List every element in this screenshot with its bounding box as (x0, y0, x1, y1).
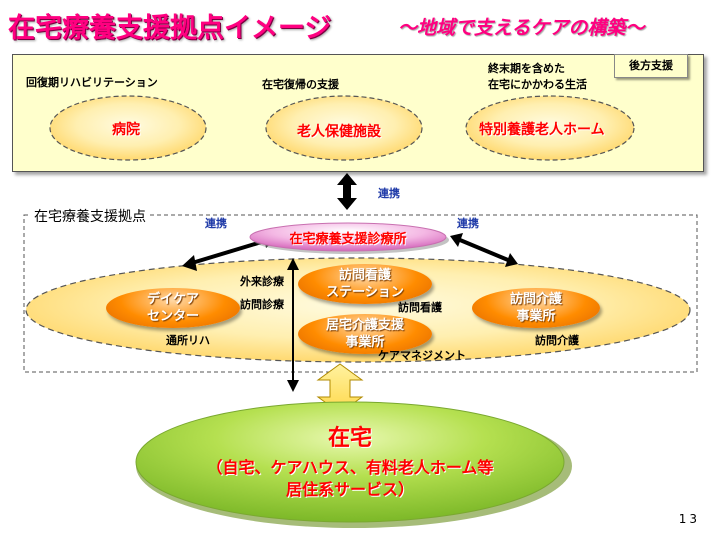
home-visit-label: 訪問診療 (240, 298, 284, 311)
health-facility-caption: 在宅復帰の支援 (262, 78, 339, 91)
nursing-home-label: 特別養護老人ホーム (479, 122, 605, 138)
day-care-line2: センター (146, 309, 199, 324)
home-ellipse (135, 401, 565, 523)
visiting-nursing-line2: ステーション (326, 285, 404, 300)
hospital-caption: 回復期リハビリテーション (26, 76, 158, 89)
hub-region-label: 在宅療養支援拠点 (30, 206, 150, 226)
page-subtitle: 〜地域で支えるケアの構築〜 (398, 17, 645, 39)
page-number: 13 (678, 512, 700, 526)
clinic-pill (249, 222, 447, 252)
clinic-label: 在宅療養支援診療所 (289, 232, 407, 247)
link-label-top: 連携 (378, 187, 400, 200)
service-ellipse (25, 257, 691, 363)
health-facility-label: 老人保健施設 (297, 124, 381, 140)
visiting-care-label: 訪問介護 (535, 334, 579, 347)
link-arrow-right (450, 233, 518, 267)
care-support-office: 居宅介護支援事業所 (298, 314, 432, 354)
home-line1: （自宅、ケアハウス、有料老人ホーム等 (206, 458, 494, 477)
hospital-ellipse (49, 95, 207, 161)
home-visit-arrow (287, 258, 299, 392)
nursing-home-caption-1: 終末期を含めた (488, 62, 565, 75)
visiting-nursing-label: 訪問看護 (398, 301, 442, 314)
care-support-line2: 事業所 (345, 335, 385, 350)
nursing-home-caption-2: 在宅にかかわる生活 (488, 78, 587, 91)
home-care-line1: 訪問介護 (509, 292, 562, 307)
day-rehab-label: 通所リハ (166, 334, 210, 347)
care-support-line1: 居宅介護支援 (325, 318, 404, 333)
health-facility-ellipse (265, 95, 423, 161)
link-arrow-top (337, 173, 357, 210)
home-line2: 居住系サービス） (285, 480, 414, 499)
page-title: 在宅療養支援拠点イメージ (8, 13, 332, 44)
hub-region (23, 214, 698, 373)
link-label-left: 連携 (205, 217, 227, 230)
backup-support-badge: 後方支援 (614, 54, 688, 78)
hospital-label: 病院 (112, 122, 140, 138)
visiting-nursing-line1: 訪問看護 (338, 268, 391, 283)
home-title: 在宅 (327, 426, 372, 451)
visiting-nursing-station: 訪問看護ステーション (298, 264, 432, 304)
home-care-line2: 事業所 (516, 309, 556, 324)
outpatient-label: 外来診療 (240, 275, 284, 288)
link-label-right: 連携 (457, 217, 479, 230)
nursing-home-ellipse (465, 95, 635, 161)
day-care-line1: デイケア (146, 292, 199, 307)
care-management-label: ケアマネジメント (378, 349, 466, 362)
day-care-center: デイケアセンター (106, 288, 240, 328)
home-care-office: 訪問介護事業所 (472, 288, 600, 328)
